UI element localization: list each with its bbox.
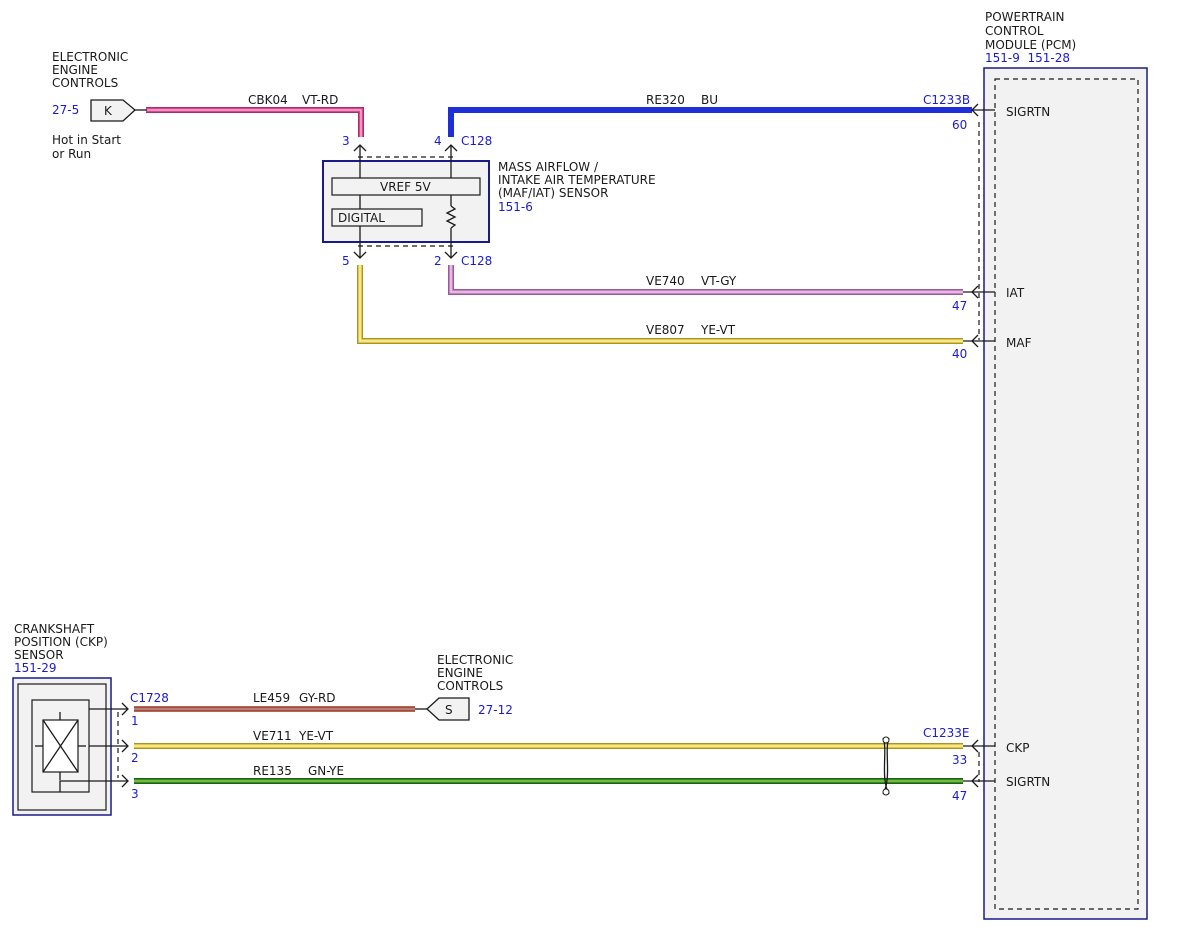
eec-top-title-2: ENGINE <box>52 63 98 77</box>
maf-pin-5: 5 <box>342 254 350 268</box>
maf-title-1: MASS AIRFLOW / <box>498 160 599 174</box>
eec-bottom-connector-shape <box>426 697 470 721</box>
wire-ve807[interactable]: VE807 YE-VT <box>357 265 963 344</box>
eec-top-note-2: or Run <box>52 147 91 161</box>
pcm-pin-label-sigrtn-2: SIGRTN <box>1006 775 1050 789</box>
sensor-x-icon <box>35 712 86 780</box>
pcm-pin-label-iat: IAT <box>1006 286 1025 300</box>
wire-re320-color: BU <box>701 93 718 107</box>
wire-cbk04-stripe <box>146 109 362 137</box>
pcm-module: POWERTRAIN CONTROL MODULE (PCM) 151-9 15… <box>978 10 1148 920</box>
pcm-inner-box <box>994 78 1139 910</box>
wire-le459[interactable]: LE459 GY-RD <box>134 691 415 712</box>
maf-vref-label: VREF 5V <box>380 180 431 194</box>
pcm-pin-label-ckp: CKP <box>1006 741 1029 755</box>
maf-title-3: (MAF/IAT) SENSOR <box>498 186 608 200</box>
eec-bottom: ELECTRONIC ENGINE CONTROLS S 27-12 <box>415 653 513 721</box>
maf-sensor-box <box>322 160 490 243</box>
ckp-pin-1: 1 <box>131 714 139 728</box>
wire-ve807-circuit: VE807 <box>646 323 685 337</box>
pcm-ref[interactable]: 151-9 151-28 <box>985 51 1070 65</box>
wire-ve740-color: VT-GY <box>701 274 737 288</box>
wire-ve807-stripe <box>359 265 963 342</box>
wire-re135[interactable]: RE135 GN-YE <box>134 764 963 784</box>
eec-top-connector-label: K <box>104 104 113 118</box>
wire-cbk04-edge <box>146 107 364 137</box>
pcm-connector-c1233e[interactable]: C1233E <box>923 726 970 740</box>
eec-top-title-3: CONTROLS <box>52 76 118 90</box>
eec-top-connector-shape <box>90 99 136 122</box>
wire-re135-circuit: RE135 <box>253 764 292 778</box>
wire-le459-circuit: LE459 <box>253 691 290 705</box>
wire-cbk04-circuit: CBK04 <box>248 93 288 107</box>
eec-top-note-1: Hot in Start <box>52 133 121 147</box>
maf-pin-4: 4 <box>434 134 442 148</box>
ckp-title-3: SENSOR <box>14 648 64 662</box>
eec-top-ref[interactable]: 27-5 <box>52 103 79 117</box>
pcm-outer-box <box>983 67 1148 920</box>
pcm-pin-label-sigrtn-1: SIGRTN <box>1006 105 1050 119</box>
maf-connector-bottom[interactable]: C128 <box>461 254 492 268</box>
eec-bottom-title-3: CONTROLS <box>437 679 503 693</box>
ckp-title-2: POSITION (CKP) <box>14 635 108 649</box>
wire-cbk04[interactable]: CBK04 VT-RD <box>146 93 364 137</box>
wire-ve740[interactable]: VE740 VT-GY <box>448 265 963 295</box>
pcm-title-line2: CONTROL <box>985 24 1044 38</box>
wire-ve807-color: YE-VT <box>700 323 736 337</box>
wire-le459-color: GY-RD <box>299 691 336 705</box>
eec-bottom-title-1: ELECTRONIC <box>437 653 513 667</box>
wire-ve740-stripe <box>450 265 963 293</box>
wire-re320[interactable]: RE320 BU <box>448 93 972 137</box>
wire-ve740-circuit: VE740 <box>646 274 685 288</box>
ckp-title-1: CRANKSHAFT <box>14 622 95 636</box>
pcm-pin-arrows-bottom <box>963 739 995 788</box>
pcm-pin-60: 60 <box>952 118 967 132</box>
pcm-pin-47-sigrtn: 47 <box>952 789 967 803</box>
ckp-pin-2: 2 <box>131 751 139 765</box>
maf-digital-label: DIGITAL <box>338 211 385 225</box>
twisted-pair-icon <box>882 736 890 796</box>
eec-top: ELECTRONIC ENGINE CONTROLS 27-5 K Hot in… <box>52 50 136 161</box>
wire-ve711-circuit: VE711 <box>253 729 292 743</box>
ckp-ref[interactable]: 151-29 <box>14 661 57 675</box>
pcm-pin-40: 40 <box>952 347 967 361</box>
pcm-title-line3: MODULE (PCM) <box>985 38 1076 52</box>
wire-cbk04-color: VT-RD <box>302 93 338 107</box>
resistor-icon <box>445 205 457 229</box>
maf-ref[interactable]: 151-6 <box>498 200 533 214</box>
maf-pin-2: 2 <box>434 254 442 268</box>
ckp-inner-box <box>17 683 107 811</box>
ckp-sensor: CRANKSHAFT POSITION (CKP) SENSOR 151-29 … <box>12 622 169 816</box>
pcm-pin-33: 33 <box>952 753 967 767</box>
pcm-pin-47-iat: 47 <box>952 299 967 313</box>
wire-re135-color: GN-YE <box>308 764 344 778</box>
maf-vref-box <box>331 177 481 196</box>
wire-re320-fill <box>448 107 972 137</box>
maf-connector-top[interactable]: C128 <box>461 134 492 148</box>
pcm-pin-label-maf: MAF <box>1006 336 1032 350</box>
pcm-title-line1: POWERTRAIN <box>985 10 1065 24</box>
maf-pin-3: 3 <box>342 134 350 148</box>
wire-cbk04-fill <box>146 108 363 137</box>
maf-title-2: INTAKE AIR TEMPERATURE <box>498 173 656 187</box>
pcm-pin-arrows-top <box>963 103 995 348</box>
pcm-connector-c1233b[interactable]: C1233B <box>923 93 970 107</box>
wire-re320-circuit: RE320 <box>646 93 685 107</box>
eec-bottom-ref[interactable]: 27-12 <box>478 703 513 717</box>
maf-digital-box <box>331 208 423 227</box>
ckp-pin-3: 3 <box>131 787 139 801</box>
eec-bottom-connector-label: S <box>445 703 453 717</box>
eec-top-title-1: ELECTRONIC <box>52 50 128 64</box>
wire-ve711-color: YE-VT <box>298 729 334 743</box>
ckp-connector[interactable]: C1728 <box>130 691 169 705</box>
wire-ve711[interactable]: VE711 YE-VT <box>134 729 963 749</box>
maf-sensor: VREF 5V DIGITAL 3 4 C128 5 2 C128 MASS A… <box>322 134 656 268</box>
eec-bottom-title-2: ENGINE <box>437 666 483 680</box>
